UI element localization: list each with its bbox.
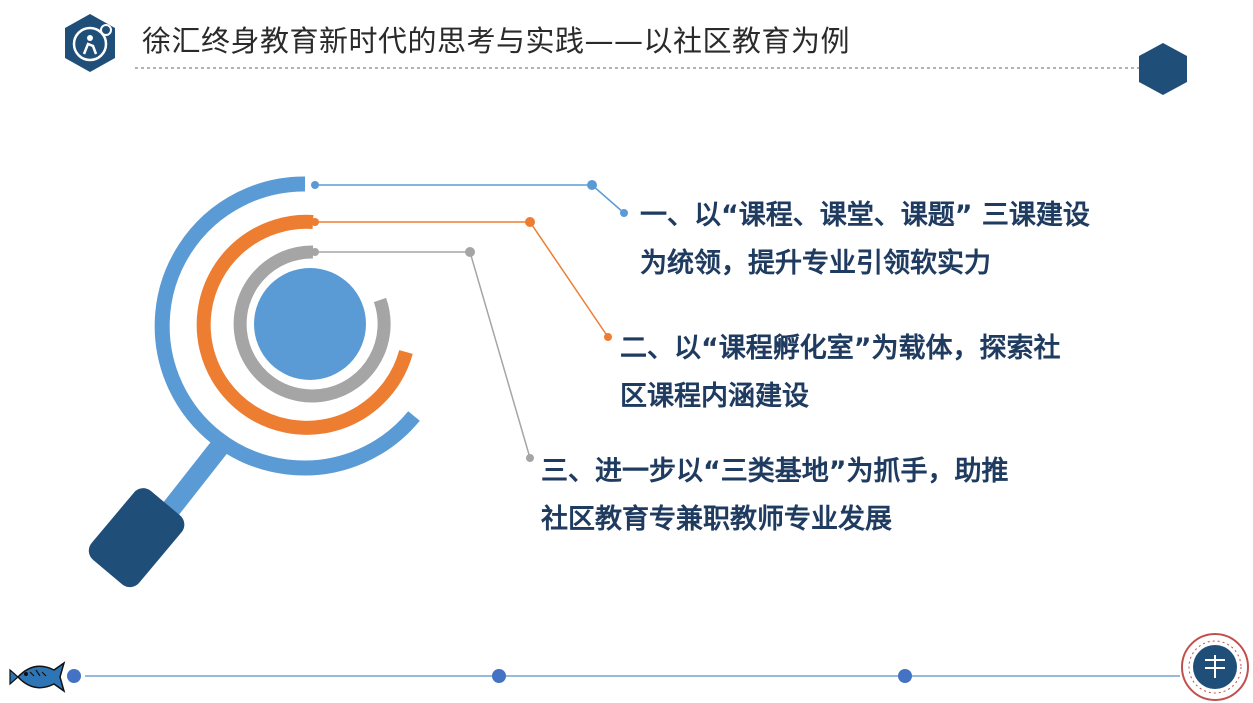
header-hexagon-badge <box>1139 43 1187 95</box>
connector-2 <box>311 217 612 341</box>
connector-1 <box>311 180 628 217</box>
ring-gray <box>233 245 391 403</box>
magnifier-icon <box>88 176 420 588</box>
fish-icon <box>9 661 66 693</box>
point-2-line-1: 二、以“课程孵化室”为载体，探索社 <box>620 333 1061 364</box>
connector-3 <box>311 247 534 462</box>
header-logo-icon <box>65 14 115 72</box>
point-item-2: 二、以“课程孵化室”为载体，探索社 区课程内涵建设 <box>620 325 1061 421</box>
point-1-line-1: 一、以“课程、课堂、课题” 三课建设 <box>640 200 1090 231</box>
point-item-1: 一、以“课程、课堂、课题” 三课建设 为统领，提升专业引领软实力 <box>640 192 1090 288</box>
footer-dot-2 <box>492 669 506 683</box>
ring-blue <box>154 176 420 476</box>
magnifier-lens <box>254 268 366 380</box>
point-1-line-2: 为统领，提升专业引领软实力 <box>640 248 991 279</box>
footer-dot-1 <box>67 669 81 683</box>
seal-logo-icon <box>1181 633 1249 701</box>
page-title: 徐汇终身教育新时代的思考与实践——以社区教育为例 <box>142 24 851 58</box>
point-3-line-1: 三、进一步以“三类基地”为抓手，助推 <box>541 456 1009 487</box>
point-2-line-2: 区课程内涵建设 <box>620 381 809 412</box>
magnifier-handle <box>88 488 185 588</box>
ring-orange <box>196 214 413 435</box>
point-item-3: 三、进一步以“三类基地”为抓手，助推 社区教育专兼职教师专业发展 <box>541 448 1009 544</box>
magnifier-handle-neck <box>162 433 233 517</box>
point-3-line-2: 社区教育专兼职教师专业发展 <box>541 504 892 535</box>
footer-dot-3 <box>898 669 912 683</box>
